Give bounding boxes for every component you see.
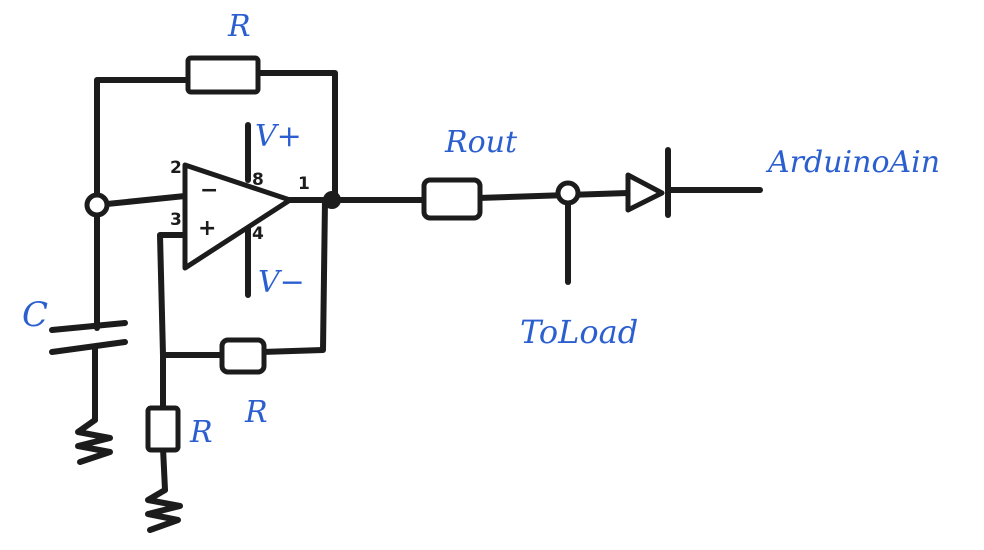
wire-rout-to-node — [475, 190, 631, 201]
pin-noninverting-number: 3 — [170, 210, 182, 230]
wire-noninverting-input — [157, 232, 188, 358]
label-v-minus: V− — [258, 265, 305, 300]
node-inverting-junction — [84, 192, 110, 218]
wire-r-ground-bottom — [160, 445, 168, 493]
label-r-out: Rout — [445, 125, 518, 160]
capacitor-plate-bottom — [49, 339, 128, 355]
resistor-positive-feedback — [219, 337, 267, 375]
label-v-plus: V+ — [255, 119, 302, 154]
pin-inverting-number: 2 — [170, 158, 182, 178]
resistor-feedback — [185, 55, 261, 95]
label-r-ground: R — [190, 415, 213, 450]
ground-symbol-resistor — [145, 487, 183, 533]
op-amp-triangle — [182, 162, 293, 271]
wire-pos-feedback-right — [259, 197, 328, 355]
label-r-positive-feedback: R — [245, 395, 268, 430]
label-capacitor: C — [22, 295, 49, 335]
node-load-junction — [555, 180, 581, 206]
diode-body — [625, 172, 665, 213]
pin-output-number: 1 — [298, 174, 310, 194]
resistor-out — [421, 177, 483, 221]
pin-vcc-number: 8 — [252, 170, 264, 190]
pin-gnd-number: 4 — [252, 224, 264, 244]
op-amp-plus-sign: + — [198, 216, 217, 241]
label-arduino-ain: ArduinoAin — [768, 145, 941, 180]
resistor-ground — [145, 405, 181, 453]
node-output-junction — [323, 191, 341, 209]
wire-inverting-input — [94, 193, 188, 208]
wire-feedback-top — [94, 77, 193, 208]
op-amp-minus-sign: − — [200, 178, 219, 203]
wire-feedback-top-right — [255, 70, 338, 203]
ground-symbol-capacitor — [75, 417, 113, 465]
label-to-load: ToLoad — [520, 313, 639, 351]
label-r-feedback: R — [228, 9, 251, 44]
capacitor-plate-top — [49, 320, 128, 333]
